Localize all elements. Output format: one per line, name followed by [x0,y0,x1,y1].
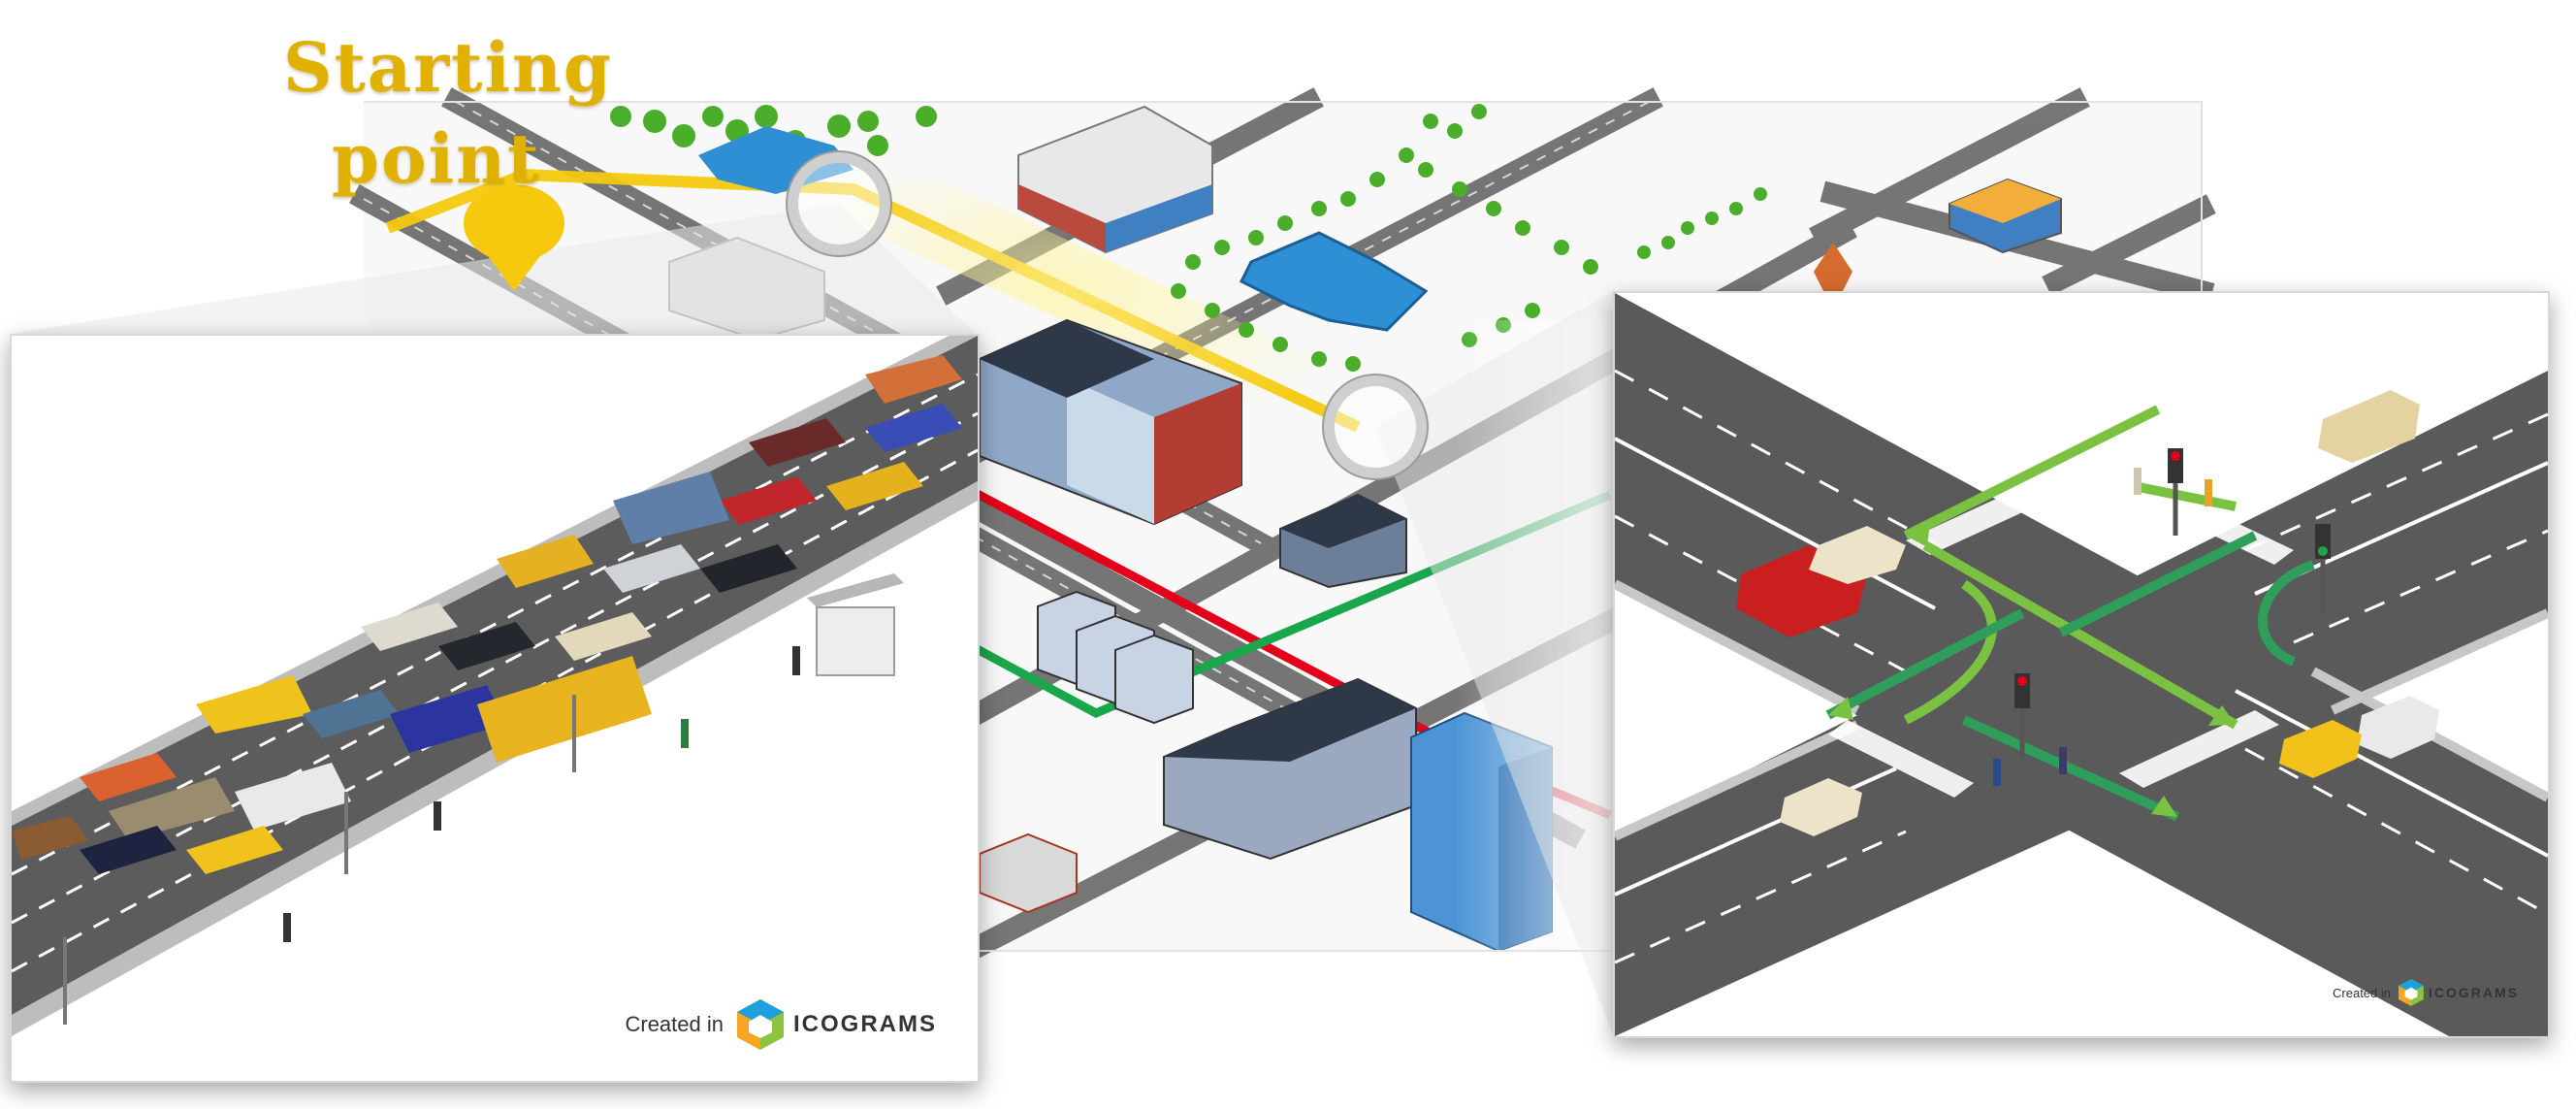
traffic-jam-scene [12,336,978,1036]
trees [610,104,1767,372]
magnifier-lens-icon [1322,374,1429,480]
icograms-brand: ICOGRAMS [793,1011,937,1037]
intersection-pedestrians [1993,468,2212,786]
created-in-label: Created in [625,1012,724,1036]
starting-point-heading-line2: point [332,118,541,199]
zoom-beam-right [1375,291,1613,1034]
intersection-cars [1736,390,2439,836]
intersection-scene [1615,293,2548,1036]
traffic-light-icon [2315,524,2331,613]
icograms-logo-icon [2399,979,2424,1006]
crosswalks [1828,482,2294,798]
icograms-watermark: Created in ICOGRAMS [2333,978,2519,1007]
magnifier-lens-icon [786,150,892,257]
icograms-logo-icon [737,999,784,1050]
created-in-label: Created in [2333,985,2391,1000]
turn-arrows [1825,405,2315,822]
bus-stop-icon [807,573,904,676]
zoom-beam-left [10,204,976,334]
traffic-light-icon [2014,673,2030,759]
pond-small [698,126,853,194]
intersection-panel: Created in ICOGRAMS [1613,291,2550,1038]
icograms-watermark: Created in ICOGRAMS [625,997,937,1052]
cars [12,355,962,874]
pedestrians [283,646,800,942]
pond-pool [1239,231,1429,332]
traffic-jam-panel: Created in ICOGRAMS [10,334,980,1083]
traffic-light-icon [2168,448,2183,536]
icograms-brand: ICOGRAMS [2429,985,2519,1000]
starting-point-heading-line1: Starting [283,27,613,108]
